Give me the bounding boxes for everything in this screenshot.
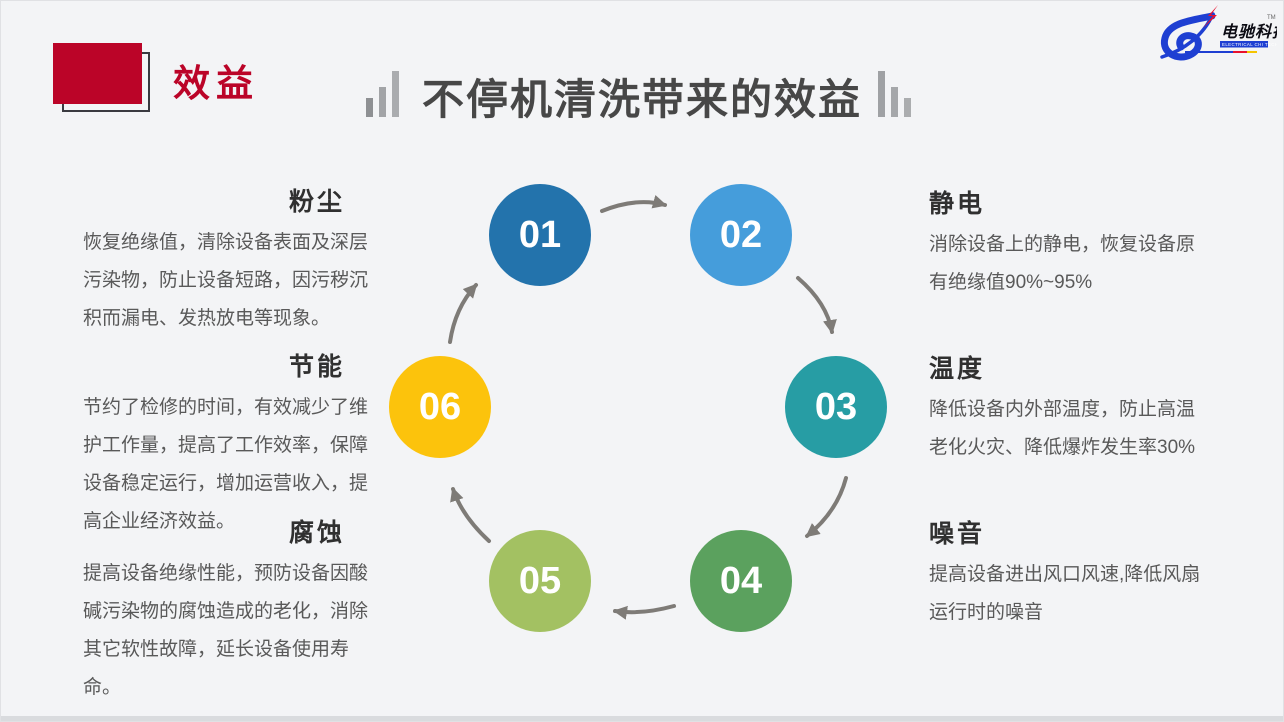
bars-ascending-icon	[365, 71, 399, 117]
benefit-title: 噪音	[929, 520, 986, 548]
window-bottom-edge	[1, 716, 1283, 721]
stripe-red	[1233, 51, 1247, 53]
arrow-06-01	[448, 283, 478, 344]
cycle-step-04: 04	[690, 530, 792, 632]
benefit-body: 提高设备绝缘性能，预防设备因酸碱污染物的腐蚀造成的老化，消除其它软性故障，延长设…	[83, 563, 369, 698]
step-number: 05	[518, 559, 562, 602]
page-title: 不停机清洗带来的效益	[421, 75, 862, 123]
logo-brand-text: 电驰科技	[1221, 23, 1277, 41]
benefit-body: 消除设备上的静电，恢复设备原有绝缘值90%~95%	[929, 234, 1196, 293]
lightning-icon	[1203, 5, 1218, 28]
stripe-blue	[1185, 51, 1233, 53]
swoosh-loop	[1160, 12, 1216, 61]
arrow-03-04	[805, 476, 848, 538]
bars-descending-icon	[878, 71, 911, 117]
logo-subtitle-bar	[1220, 41, 1268, 48]
benefit-title: 静电	[929, 190, 986, 218]
benefit-body: 降低设备内外部温度，防止高温老化火灾、降低爆炸发生率30%	[929, 399, 1196, 458]
section-label: 效益	[173, 63, 259, 104]
benefit-block-static: 静电 消除设备上的静电，恢复设备原有绝缘值90%~95%	[929, 184, 1211, 302]
cycle-step-01: 01	[489, 184, 591, 286]
step-number: 06	[418, 385, 462, 428]
cycle-step-06: 06	[389, 356, 491, 458]
logo-tm: TM	[1267, 15, 1276, 21]
arrow-02-03	[796, 276, 837, 334]
cycle-step-02: 02	[690, 184, 792, 286]
logo-subtitle-text: ELECTRICAL CHI TECHNOLOGY	[1222, 42, 1277, 47]
benefit-block-dust: 粉尘 恢复绝缘值，清除设备表面及深层污染物，防止设备短路，因污秽沉积而漏电、发热…	[83, 182, 379, 338]
benefit-block-corrosion: 腐蚀 提高设备绝缘性能，预防设备因酸碱污染物的腐蚀造成的老化，消除其它软性故障，…	[83, 513, 379, 707]
step-number: 04	[719, 559, 763, 602]
cycle-step-05: 05	[489, 530, 591, 632]
benefit-block-noise: 噪音 提高设备进出风口风速,降低风扇运行时的噪音	[929, 514, 1211, 632]
arrow-05-06	[450, 487, 491, 543]
benefit-block-energy: 节能 节约了检修的时间，有效减少了维护工作量，提高了工作效率，保障设备稳定运行，…	[83, 347, 379, 541]
badge-red-rect	[53, 43, 142, 104]
benefit-body: 提高设备进出风口风速,降低风扇运行时的噪音	[929, 564, 1201, 623]
title-row: 不停机清洗带来的效益	[1, 69, 1283, 123]
stripe-yellow	[1247, 51, 1257, 53]
arrow-04-05	[613, 604, 676, 620]
benefit-title: 温度	[929, 355, 986, 383]
logo-graphic: 电驰科技 TM ELECTRICAL CHI TECHNOLOGY	[1160, 5, 1283, 61]
benefit-title: 腐蚀	[288, 519, 345, 547]
benefit-body: 节约了检修的时间，有效减少了维护工作量，提高了工作效率，保障设备稳定运行，增加运…	[83, 397, 369, 532]
arrow-01-02	[600, 194, 667, 213]
benefit-body: 恢复绝缘值，清除设备表面及深层污染物，防止设备短路，因污秽沉积而漏电、发热放电等…	[83, 232, 369, 329]
benefit-title: 粉尘	[288, 188, 345, 216]
benefit-title: 节能	[288, 353, 345, 381]
step-number: 02	[719, 213, 763, 256]
benefit-block-temperature: 温度 降低设备内外部温度，防止高温老化火灾、降低爆炸发生率30%	[929, 349, 1211, 467]
step-number: 01	[518, 213, 562, 256]
company-logo: 电驰科技 TM ELECTRICAL CHI TECHNOLOGY	[1155, 4, 1283, 68]
cycle-step-03: 03	[785, 356, 887, 458]
step-number: 03	[814, 385, 858, 428]
